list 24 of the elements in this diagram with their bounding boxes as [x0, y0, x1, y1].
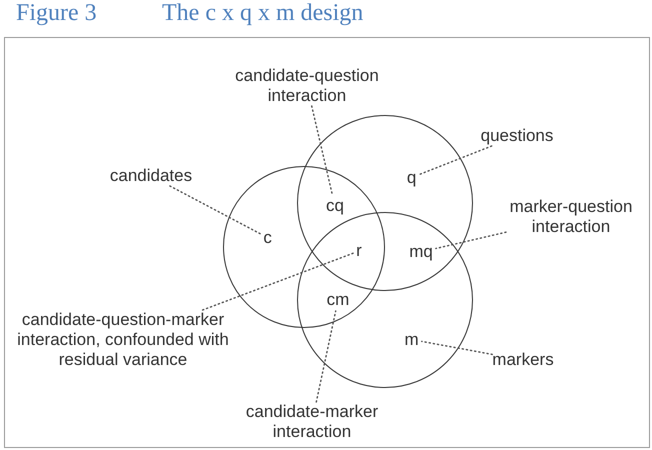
callout-label: markers — [492, 350, 554, 370]
callout-label: candidate-marker interaction — [243, 402, 381, 442]
region-label: q — [404, 166, 420, 189]
leader-line — [421, 340, 493, 356]
venn-circle — [297, 115, 473, 291]
callout-label: candidate-question interaction — [232, 66, 382, 106]
venn-circle — [223, 166, 385, 328]
callout-label: candidates — [110, 166, 192, 186]
leader-line — [316, 310, 336, 403]
region-label: m — [402, 328, 422, 351]
figure-title: Figure 3 The c x q x m design — [16, 0, 364, 27]
callout-label: marker-question interaction — [506, 197, 636, 237]
region-label: mq — [406, 241, 436, 263]
region-label: c — [260, 226, 275, 249]
callout-label: questions — [480, 126, 554, 146]
leader-line — [435, 232, 507, 250]
region-label: r — [353, 240, 365, 262]
region-label: cq — [323, 195, 347, 217]
leader-line — [202, 252, 354, 311]
leader-line — [311, 105, 334, 196]
leader-line — [169, 185, 261, 234]
region-label: cm — [324, 289, 352, 311]
leader-line — [418, 145, 492, 176]
callout-label: candidate-question-marker interaction, confounded with residual variance — [15, 310, 231, 370]
